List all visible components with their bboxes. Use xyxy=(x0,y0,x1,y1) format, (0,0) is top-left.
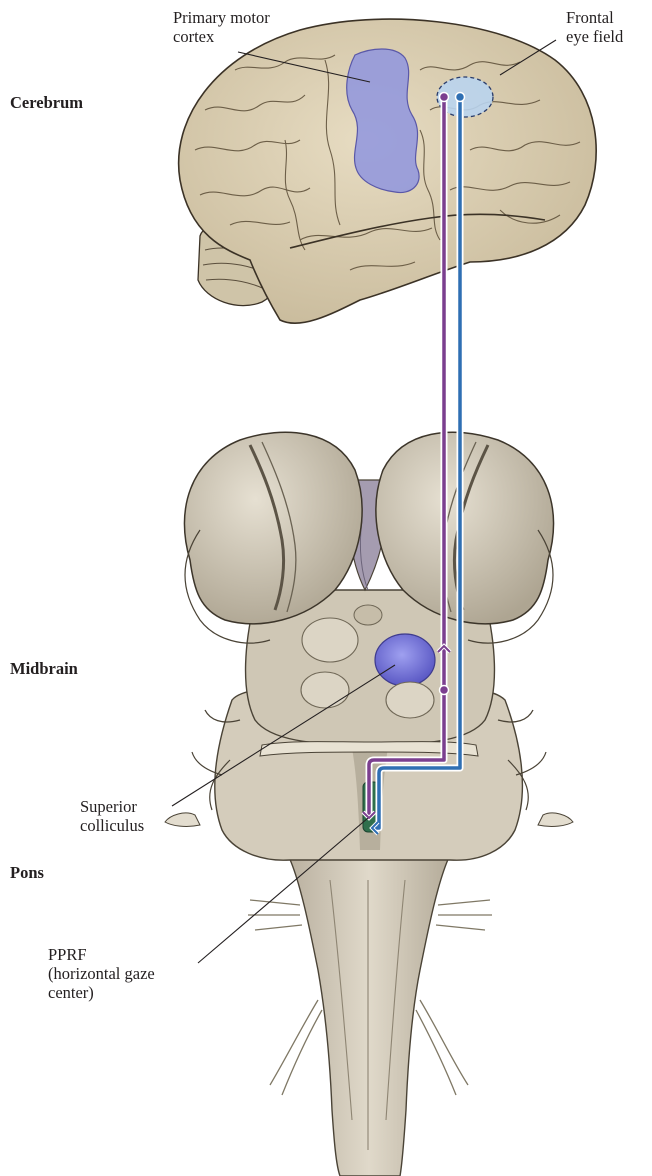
primary-motor-cortex-label: Primary motor cortex xyxy=(173,8,270,46)
midbrain-label: Midbrain xyxy=(10,659,78,678)
cerebrum-illustration xyxy=(179,19,597,323)
cerebrum-label: Cerebrum xyxy=(10,93,83,112)
pprf-label: PPRF (horizontal gaze center) xyxy=(48,945,155,1002)
primary-motor-cortex-region xyxy=(347,49,419,193)
pons-label: Pons xyxy=(10,863,44,882)
superior-colliculus-region xyxy=(375,634,435,686)
superior-colliculus-label: Superior colliculus xyxy=(80,797,144,835)
frontal-eye-field-label: Frontal eye field xyxy=(566,8,623,46)
